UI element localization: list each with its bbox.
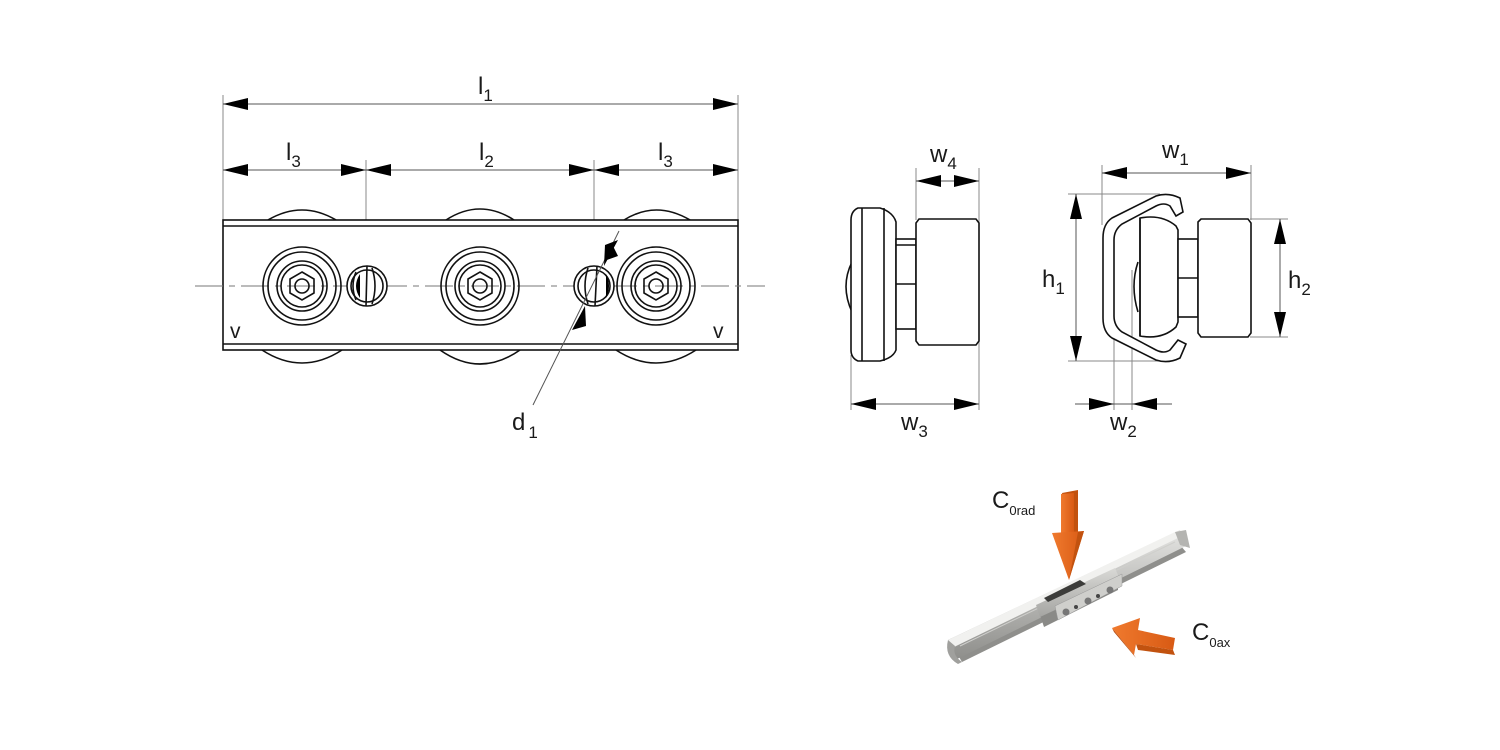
marker-v-left: v bbox=[230, 320, 241, 343]
label-h1: h1 bbox=[1042, 266, 1065, 298]
hex-nut-icon bbox=[643, 271, 669, 301]
dimension-l3-left: l3 bbox=[223, 139, 366, 176]
mounting-hole-right bbox=[573, 265, 615, 307]
radial-load-arrow-icon bbox=[1052, 490, 1084, 580]
label-l1: l1 bbox=[478, 73, 493, 105]
label-w1: w1 bbox=[1161, 137, 1189, 169]
side-view: w4 w3 bbox=[845, 141, 980, 441]
label-h2: h2 bbox=[1288, 267, 1311, 299]
dimension-h1: h1 bbox=[1042, 194, 1082, 361]
roller-right bbox=[616, 246, 696, 326]
roller-left bbox=[262, 246, 342, 326]
label-l3-left: l3 bbox=[286, 139, 301, 171]
section-view: w1 h1 h2 w2 bbox=[1042, 137, 1311, 441]
dimension-w4: w4 bbox=[916, 141, 979, 187]
dimension-w3: w3 bbox=[851, 398, 979, 441]
mounting-hole-left bbox=[346, 265, 388, 307]
load-illustration: C0rad C0ax bbox=[947, 487, 1231, 664]
hex-nut-icon bbox=[467, 271, 493, 301]
label-l2: l2 bbox=[479, 139, 494, 171]
hex-nut-icon bbox=[289, 271, 315, 301]
axial-load-arrow-icon bbox=[1112, 618, 1175, 658]
label-c0rad: C0rad bbox=[992, 487, 1035, 518]
label-c0ax: C0ax bbox=[1192, 619, 1231, 650]
front-view: l1 l3 l2 l3 bbox=[195, 73, 765, 442]
dimension-h2: h2 bbox=[1274, 219, 1311, 337]
dimension-l1: l1 bbox=[223, 73, 738, 110]
label-l3-right: l3 bbox=[658, 139, 673, 171]
roller-center bbox=[440, 246, 520, 326]
dimension-w1: w1 bbox=[1102, 137, 1251, 179]
dimension-w2: w2 bbox=[1075, 398, 1172, 441]
slider-3d bbox=[1036, 568, 1123, 627]
dimension-l2: l2 bbox=[366, 139, 594, 176]
label-w3: w3 bbox=[900, 409, 928, 441]
label-w2: w2 bbox=[1109, 409, 1137, 441]
dimension-l3-right: l3 bbox=[594, 139, 738, 176]
marker-v-right: v bbox=[713, 320, 724, 343]
roller-arcs bbox=[261, 208, 697, 365]
label-w4: w4 bbox=[929, 141, 957, 173]
slider-body bbox=[222, 219, 739, 351]
